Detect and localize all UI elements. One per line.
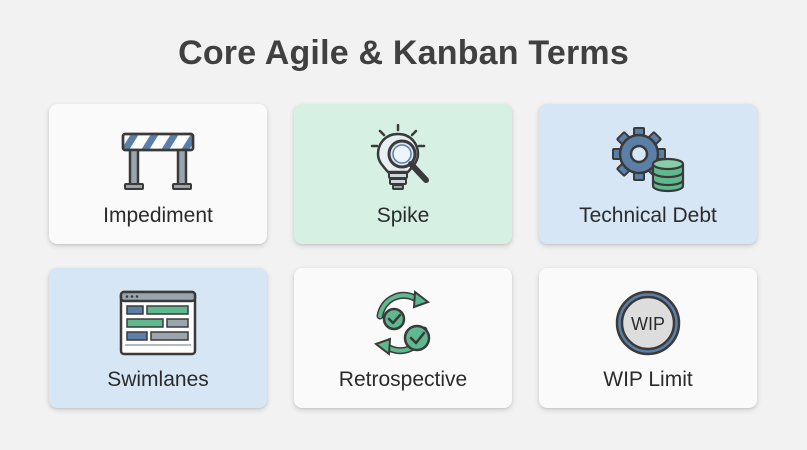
board-lanes-icon [113,288,203,358]
card-impediment[interactable]: Impediment [49,104,267,244]
card-label: WIP Limit [603,368,693,391]
cycle-check-icon [358,288,448,358]
wip-badge-icon: WIP [603,288,693,358]
card-spike[interactable]: Spike [294,104,512,244]
card-label: Technical Debt [579,204,717,227]
card-wip-limit[interactable]: WIP WIP Limit [539,268,757,408]
card-retrospective[interactable]: Retrospective [294,268,512,408]
page-title: Core Agile & Kanban Terms [178,34,629,72]
card-label: Impediment [103,204,213,227]
card-swimlanes[interactable]: Swimlanes [49,268,267,408]
card-label: Swimlanes [107,368,209,391]
card-label: Retrospective [338,368,468,391]
barrier-icon [113,124,203,194]
card-technical-debt[interactable]: Technical Debt [539,104,757,244]
lightbulb-magnifier-icon [358,124,448,194]
gear-database-icon [603,124,693,194]
wip-badge-text: WIP [631,314,665,334]
card-label: Spike [376,204,430,227]
